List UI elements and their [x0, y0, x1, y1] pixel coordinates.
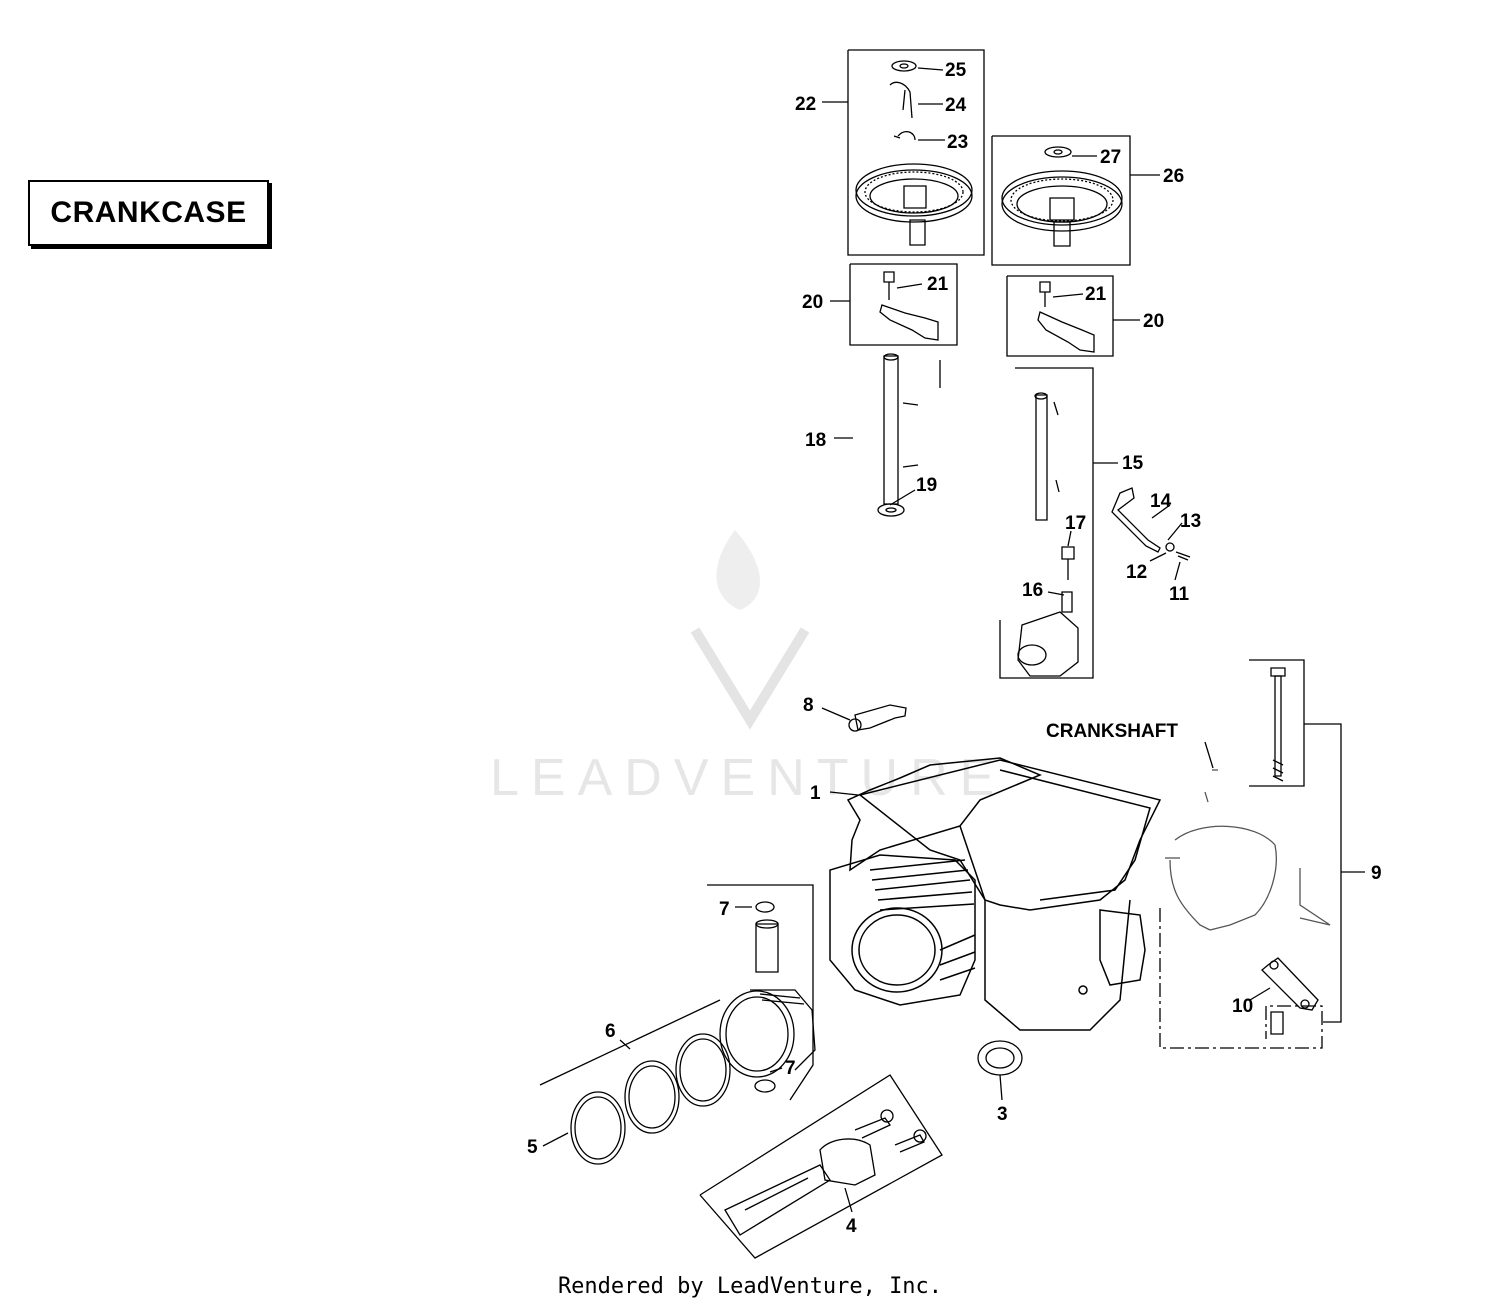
box-22	[848, 50, 984, 255]
oil-seal-3	[978, 1041, 1022, 1075]
callout-25: 25	[945, 60, 967, 81]
crankcase-body	[830, 758, 1160, 1030]
leader-lines	[543, 68, 1365, 1212]
diagram-title: CRANKCASE	[28, 180, 269, 246]
piston	[720, 990, 815, 1077]
callout-22: 22	[795, 94, 816, 115]
piston-pin	[755, 902, 778, 1092]
callout-8: 8	[803, 695, 814, 716]
watermark-logo	[695, 530, 805, 720]
callout-3: 3	[997, 1104, 1008, 1125]
callout-18: 18	[805, 430, 826, 451]
group-boxes	[540, 50, 1341, 1258]
callout-16: 16	[1022, 580, 1043, 601]
box-rings	[540, 1000, 720, 1085]
box-20-right	[1007, 276, 1113, 356]
callout-26: 26	[1163, 166, 1184, 187]
callout-20-right: 20	[1143, 311, 1164, 332]
callout-27: 27	[1100, 147, 1121, 168]
callout-4: 4	[846, 1216, 857, 1237]
piston-rings	[571, 1034, 730, 1164]
callout-5: 5	[527, 1137, 538, 1158]
callout-7-bottom: 7	[785, 1058, 796, 1079]
callout-24: 24	[945, 95, 967, 116]
callout-21-right: 21	[1085, 284, 1107, 305]
lever-14	[1112, 488, 1190, 560]
callout-13: 13	[1180, 511, 1201, 532]
callout-1: 1	[810, 783, 821, 804]
shaft-15	[1018, 393, 1078, 676]
crankshaft-label: CRANKSHAFT	[1046, 721, 1178, 742]
callout-9: 9	[1371, 863, 1382, 884]
box-crankshaft	[1160, 908, 1322, 1048]
connecting-rod	[725, 1110, 926, 1235]
footer-credit: Rendered by LeadVenture, Inc.	[557, 1274, 943, 1299]
box-9	[1249, 660, 1304, 786]
crankshaft-outline	[1165, 770, 1330, 930]
box-7	[707, 885, 813, 1100]
callout-17: 17	[1065, 513, 1086, 534]
box-rod	[700, 1075, 942, 1258]
breather-8	[849, 705, 906, 731]
callout-12: 12	[1126, 562, 1147, 583]
box-26	[992, 136, 1130, 265]
shaft-18	[878, 354, 918, 516]
callout-labels: 25 22 24 23 27 26 21 20 21 20 18 15 19 1…	[527, 60, 1382, 1237]
callout-19: 19	[916, 475, 937, 496]
callout-11: 11	[1169, 584, 1190, 605]
callout-7-top: 7	[719, 899, 730, 920]
callout-23: 23	[947, 132, 968, 153]
callout-20-left: 20	[802, 292, 823, 313]
lever-right	[1038, 282, 1094, 352]
callout-6: 6	[605, 1021, 616, 1042]
bolt-9	[1271, 668, 1285, 781]
box-15	[1000, 368, 1093, 678]
watermark-text: LEADVENTURE	[490, 749, 1006, 807]
callout-21-left: 21	[927, 274, 949, 295]
callout-14: 14	[1150, 491, 1172, 512]
lever-left	[880, 272, 938, 340]
governor-gear-assembly	[856, 61, 972, 245]
callout-15: 15	[1122, 453, 1144, 474]
callout-10: 10	[1232, 996, 1253, 1017]
box-20-left	[850, 264, 957, 345]
cam-gear-assembly	[1002, 147, 1122, 246]
box-9-main	[1304, 724, 1341, 1022]
link-10	[1262, 958, 1318, 1034]
